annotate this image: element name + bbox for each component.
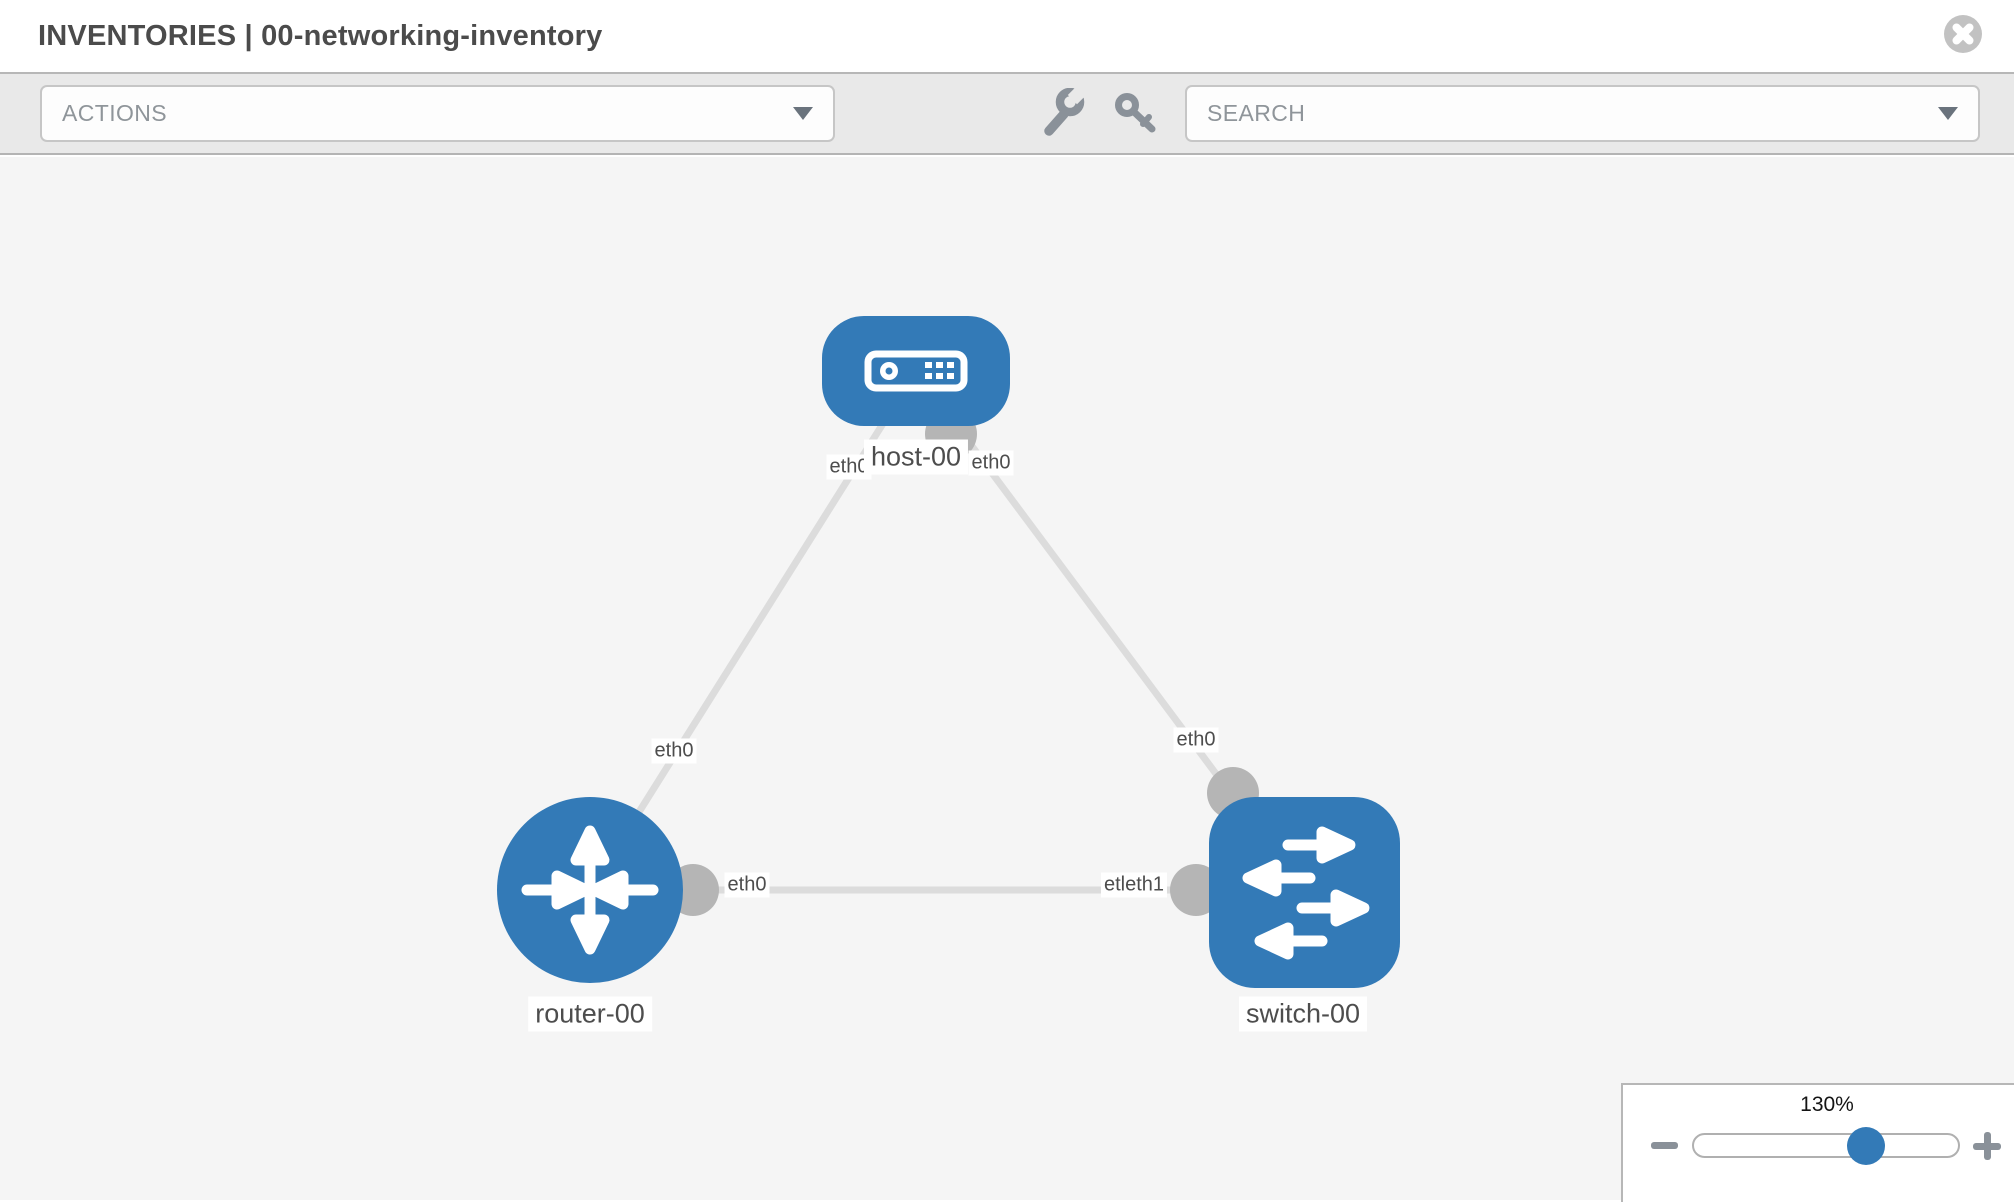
chevron-down-icon: [1938, 107, 1958, 120]
configure-button[interactable]: [1040, 85, 1088, 136]
zoom-level-value: 130%: [1800, 1093, 1854, 1116]
node-host-00[interactable]: [822, 316, 1010, 426]
actions-dropdown-label: ACTIONS: [62, 100, 168, 126]
node-label-host: host-00: [863, 439, 969, 475]
iface-label-switch-to-host: eth0: [1173, 727, 1219, 753]
topology-canvas[interactable]: host-00 router-00 switch-00 eth0 eth0 et…: [0, 157, 2014, 1200]
iface-label-switch-to-router: etleth1: [1100, 872, 1168, 898]
panel-header: INVENTORIES | 00-networking-inventory: [0, 0, 2014, 74]
key-icon: [1115, 93, 1156, 133]
iface-label-host-to-switch: eth0: [968, 450, 1014, 476]
server-icon: [864, 350, 968, 392]
actions-dropdown[interactable]: ACTIONS: [40, 85, 835, 142]
topology-svg: [497, 316, 1400, 988]
switch-arrows-icon: [1242, 826, 1370, 960]
search-dropdown[interactable]: SEARCH: [1185, 85, 1980, 142]
zoom-slider-track[interactable]: [1692, 1133, 1960, 1158]
close-button[interactable]: [1944, 15, 1982, 53]
node-label-router: router-00: [528, 996, 652, 1032]
zoom-in-button[interactable]: [1973, 1132, 2001, 1160]
circle-x-icon: [1944, 15, 1982, 53]
credentials-button[interactable]: [1108, 88, 1156, 136]
iface-label-router-to-host: eth0: [651, 738, 697, 764]
zoom-slider-knob[interactable]: [1847, 1127, 1885, 1165]
zoom-control-panel: 130%: [1621, 1083, 2014, 1202]
page-title: INVENTORIES | 00-networking-inventory: [38, 20, 603, 52]
toolbar: ACTIONS SEARCH: [0, 74, 2014, 155]
chevron-down-icon: [793, 107, 813, 120]
node-label-switch: switch-00: [1238, 996, 1368, 1032]
zoom-out-button[interactable]: [1651, 1142, 1678, 1149]
iface-label-router-to-switch: eth0: [724, 872, 770, 898]
node-switch-00[interactable]: [1209, 797, 1400, 988]
wrench-icon: [1044, 85, 1087, 136]
search-dropdown-label: SEARCH: [1207, 100, 1306, 126]
node-router-00[interactable]: [497, 797, 683, 983]
router-arrows-icon: [521, 825, 659, 955]
